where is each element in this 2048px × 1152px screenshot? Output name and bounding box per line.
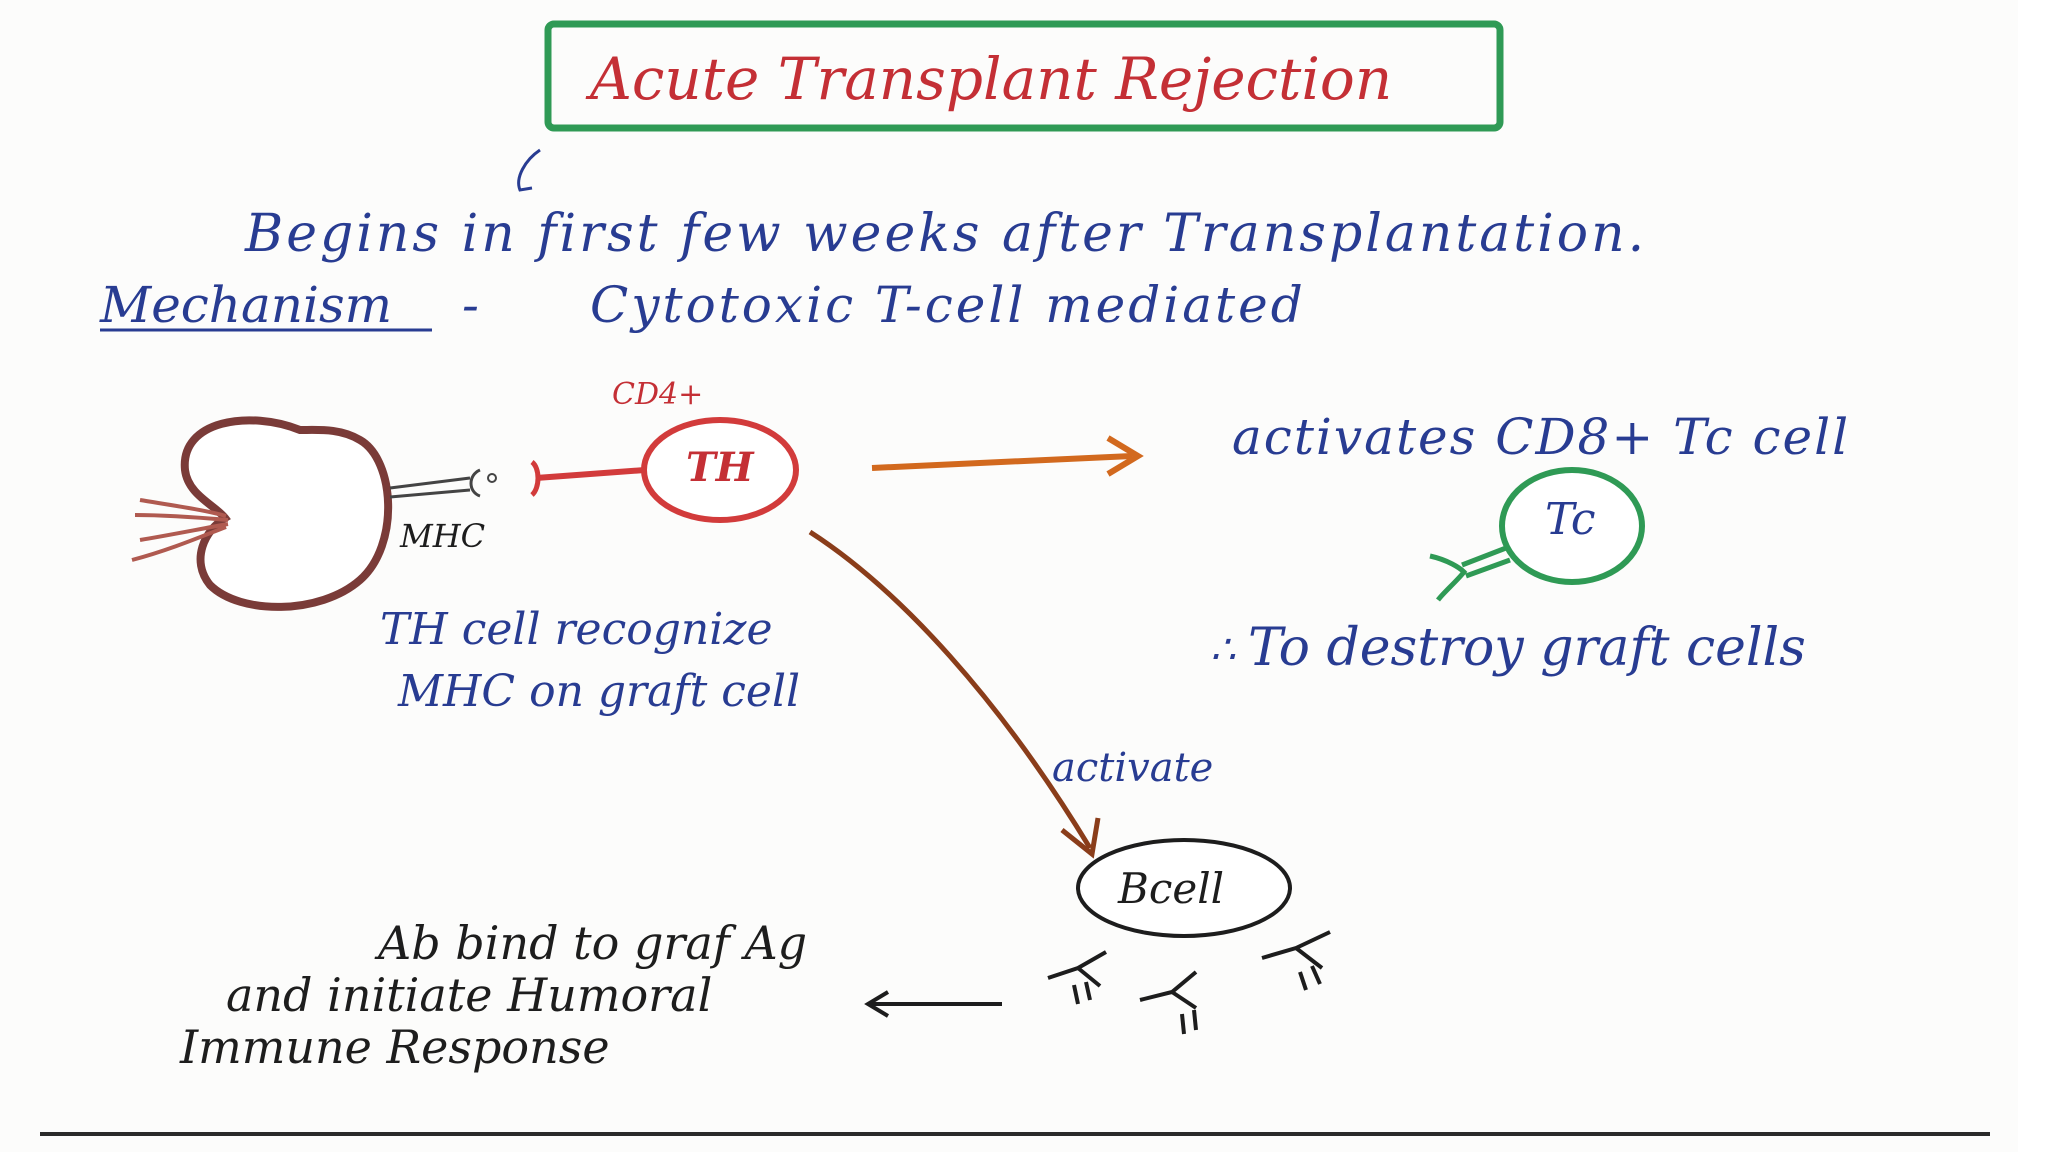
onset-text: Begins in first few weeks after Transpla… xyxy=(245,204,1648,264)
page-bottom-line xyxy=(40,1132,1990,1136)
ab-line3: Immune Response xyxy=(180,1020,610,1074)
antibody-1 xyxy=(1047,950,1107,1005)
th-recognize-line1: TH cell recognize xyxy=(380,604,773,655)
destroy-text: To destroy graft cells xyxy=(1248,618,1806,678)
cd4-label: CD4+ xyxy=(612,377,704,412)
b-cell-label: Bcell xyxy=(1118,864,1225,913)
tc-cell-label: Tc xyxy=(1545,494,1596,545)
mhc-label: MHC xyxy=(400,517,486,555)
tc-cell xyxy=(1429,467,1645,602)
activates-cd8-text: activates CD8+ Tc cell xyxy=(1232,408,1851,466)
antibody-2 xyxy=(1139,970,1198,1035)
mechanism-value: Cytotoxic T-cell mediated xyxy=(590,276,1306,334)
antibody-3 xyxy=(1261,930,1331,991)
graft-organ xyxy=(131,416,393,611)
ab-line2: and initiate Humoral xyxy=(226,968,713,1022)
th-recognize-line2: MHC on graft cell xyxy=(398,666,801,717)
mechanism-label: Mechanism xyxy=(100,276,393,334)
arrow-to-humoral xyxy=(864,990,1002,1018)
b-cell xyxy=(1076,838,1292,938)
therefore-symbol: ∴ xyxy=(1210,627,1236,673)
th-cell-label: TH xyxy=(686,444,754,491)
pen-mark xyxy=(517,148,541,192)
ab-line1: Ab bind to graf Ag xyxy=(378,916,808,970)
mhc-molecule xyxy=(389,468,497,499)
activate-label: activate xyxy=(1052,745,1214,791)
mechanism-separator: - xyxy=(462,276,479,334)
th-cell xyxy=(530,417,799,523)
title-box xyxy=(544,20,1504,132)
page-title: Acute Transplant Rejection xyxy=(590,45,1393,113)
arrow-to-bcell xyxy=(808,529,1101,859)
page-edge xyxy=(2018,0,2048,1152)
arrow-to-cd8 xyxy=(871,435,1144,477)
